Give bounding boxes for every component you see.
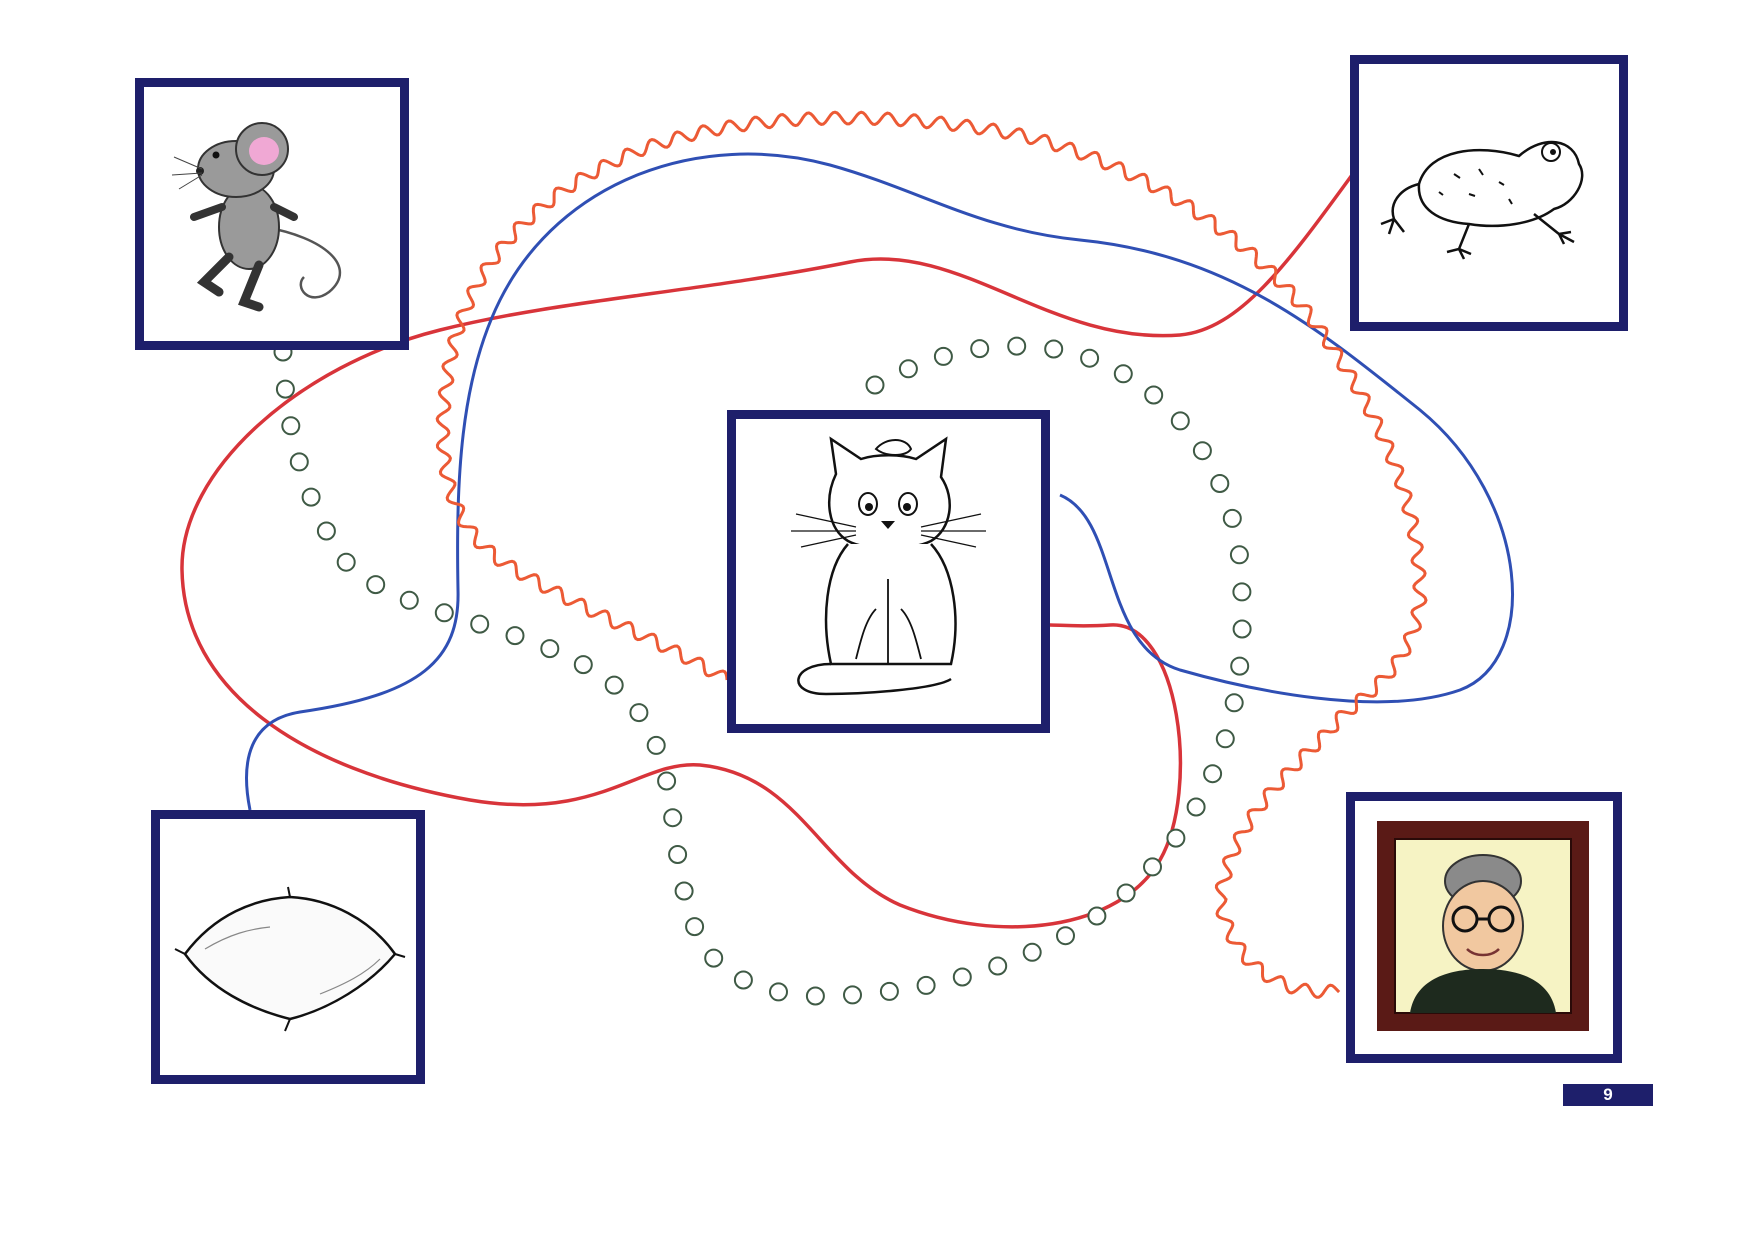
path-dot[interactable] <box>1230 656 1250 676</box>
path-dot[interactable] <box>540 639 560 659</box>
path-dot[interactable] <box>1056 926 1075 946</box>
path-dot[interactable] <box>1203 764 1223 784</box>
cat-card[interactable] <box>727 410 1050 733</box>
path-dot[interactable] <box>933 346 953 366</box>
path-dot[interactable] <box>916 975 936 995</box>
path-dot[interactable] <box>1170 411 1190 431</box>
path-dot[interactable] <box>1210 474 1230 493</box>
path-dot[interactable] <box>769 982 788 1002</box>
frog-card[interactable] <box>1350 55 1628 331</box>
path-dot[interactable] <box>657 771 677 791</box>
path-dot[interactable] <box>505 626 525 646</box>
page-number: 9 <box>1563 1084 1653 1106</box>
path-dot[interactable] <box>399 590 419 610</box>
pillow-card[interactable] <box>151 810 425 1084</box>
path-dot[interactable] <box>301 487 321 507</box>
path-dot[interactable] <box>865 375 885 395</box>
path-dot[interactable] <box>275 379 295 399</box>
mouse-card[interactable] <box>135 78 409 350</box>
path-dot[interactable] <box>1087 906 1107 926</box>
path-dot[interactable] <box>704 948 724 968</box>
path-dot[interactable] <box>1232 619 1252 639</box>
path-dot[interactable] <box>470 614 490 634</box>
mouse-icon <box>171 122 342 312</box>
path-dot[interactable] <box>988 956 1008 976</box>
path-dot[interactable] <box>668 845 688 864</box>
grandmother-portrait-icon <box>1377 821 1589 1031</box>
path-dot[interactable] <box>1192 441 1212 461</box>
path-dot[interactable] <box>1143 857 1162 877</box>
path-dot[interactable] <box>898 359 918 379</box>
path-dot[interactable] <box>336 552 356 572</box>
path-dot[interactable] <box>674 881 694 901</box>
red-maze-line[interactable] <box>180 173 1354 929</box>
path-dot[interactable] <box>1215 729 1235 749</box>
path-dot[interactable] <box>1080 348 1100 368</box>
path-dot[interactable] <box>685 917 705 937</box>
frog-icon <box>1380 140 1584 260</box>
cat-icon <box>791 436 986 696</box>
path-dot[interactable] <box>366 575 386 595</box>
path-dot[interactable] <box>1186 797 1206 817</box>
path-dot[interactable] <box>1222 508 1242 528</box>
orange-wavy-maze-line[interactable] <box>435 110 1428 999</box>
path-dot[interactable] <box>573 655 593 675</box>
path-dot[interactable] <box>1224 693 1244 713</box>
path-dot[interactable] <box>281 416 301 436</box>
path-dot[interactable] <box>316 521 336 541</box>
path-dot[interactable] <box>604 675 624 695</box>
path-dot[interactable] <box>970 339 990 359</box>
path-dot[interactable] <box>879 981 899 1001</box>
path-dot[interactable] <box>805 986 825 1006</box>
path-dot[interactable] <box>1166 828 1186 848</box>
path-dot[interactable] <box>1116 883 1136 903</box>
pillow-icon <box>174 886 406 1032</box>
path-dot[interactable] <box>952 967 972 987</box>
dotted-path <box>273 336 1252 1006</box>
path-dot[interactable] <box>843 985 862 1005</box>
path-dot[interactable] <box>733 970 753 990</box>
path-dot[interactable] <box>289 452 309 472</box>
blue-maze-line[interactable] <box>245 152 1514 811</box>
path-dot[interactable] <box>1144 385 1164 405</box>
path-dot[interactable] <box>1232 582 1252 602</box>
path-dot[interactable] <box>646 735 666 755</box>
path-dot[interactable] <box>1229 545 1249 565</box>
path-dot[interactable] <box>1007 336 1027 356</box>
path-dot[interactable] <box>629 703 649 723</box>
path-dot[interactable] <box>1113 364 1133 384</box>
grandmother-portrait-card[interactable] <box>1346 792 1622 1063</box>
path-dot[interactable] <box>663 808 683 828</box>
path-dot[interactable] <box>1044 339 1064 359</box>
path-dot[interactable] <box>1022 942 1042 962</box>
path-dot[interactable] <box>434 603 454 623</box>
